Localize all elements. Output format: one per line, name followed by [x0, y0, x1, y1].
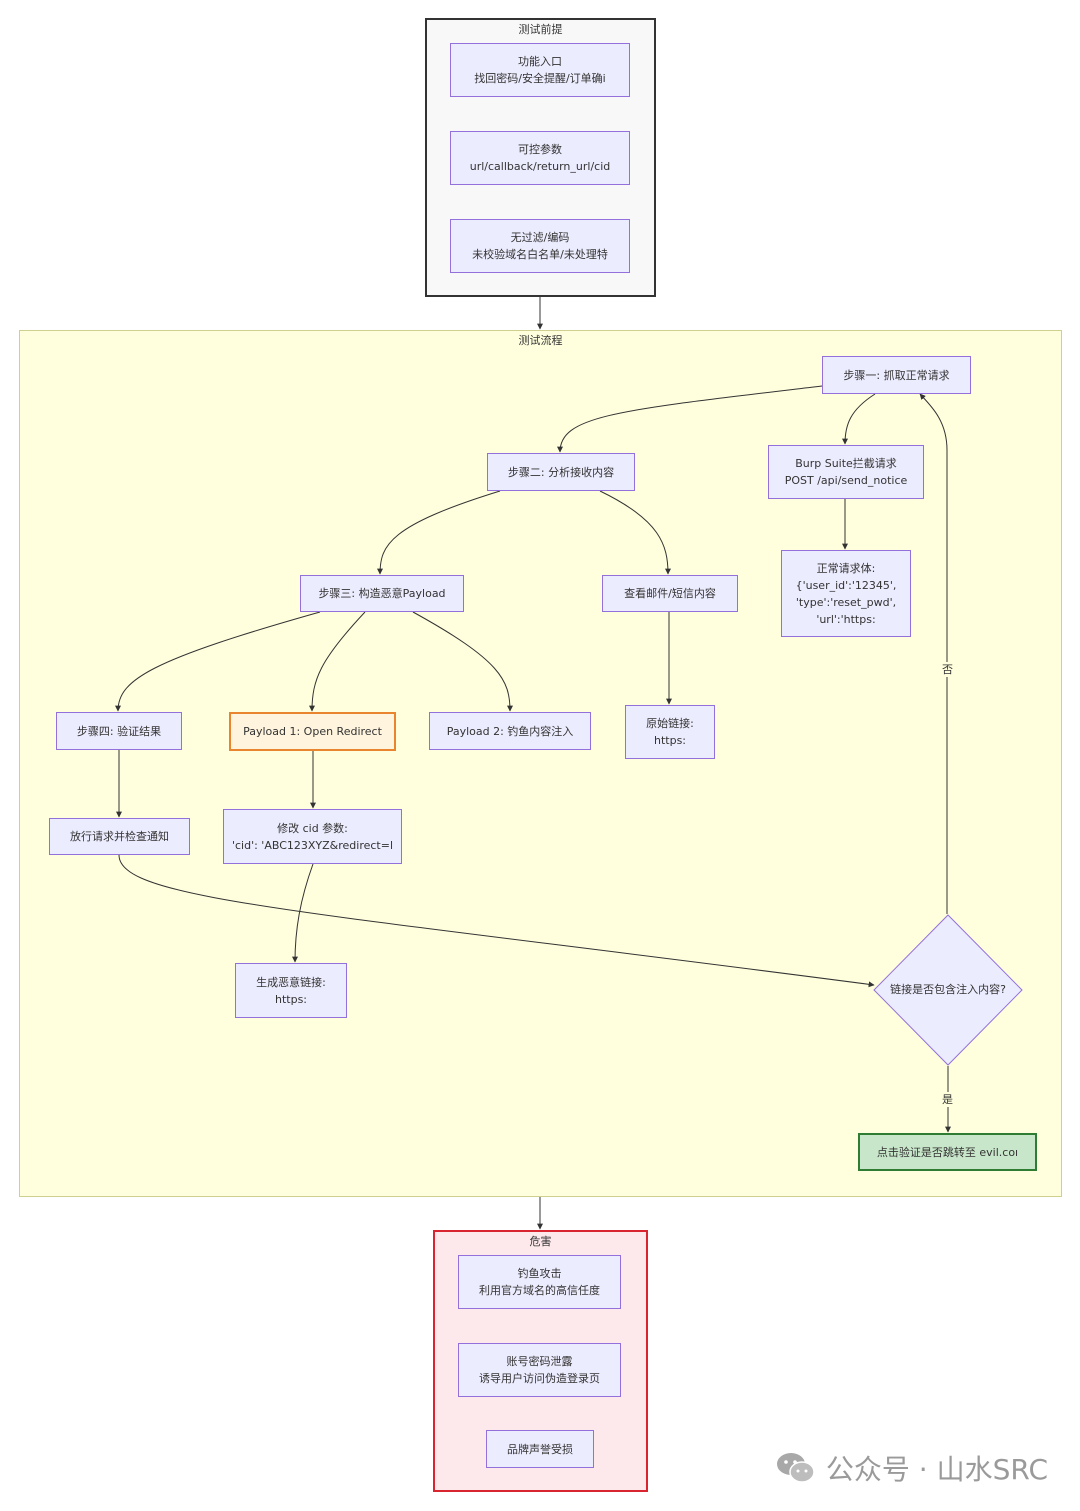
node-phishing-attack: 钓鱼攻击 利用官方域名的高信任度 — [458, 1255, 621, 1309]
group-title-flow: 测试流程 — [518, 334, 563, 347]
node-original-link: 原始链接: https: — [625, 705, 715, 759]
edge-step3-to-step4 — [115, 611, 321, 712]
node-payload2: Payload 2: 钓鱼内容注入 — [429, 712, 591, 750]
node-generate-link-line1: 生成恶意链接: — [256, 975, 326, 989]
edge-release-to-decision — [118, 854, 875, 988]
wechat-icon — [776, 1451, 816, 1485]
node-generate-link-line2: https: — [274, 992, 308, 1006]
node-modify-cid: 修改 cid 参数: 'cid': 'ABC123XYZ&redirect=l — [223, 809, 402, 864]
node-normal-body-line3: 'type':'reset_pwd', — [795, 595, 897, 609]
node-step3-label: 步骤三: 构造恶意Payload — [318, 587, 446, 600]
node-controllable-params-title: 可控参数 — [518, 143, 562, 156]
node-no-filter-title: 无过滤/编码 — [510, 231, 570, 244]
node-burp-intercept: Burp Suite拦截请求 POST /api/send_notice — [768, 445, 924, 499]
node-no-filter: 无过滤/编码 未校验域名白名单/未处理特 — [450, 219, 630, 273]
edge-label-yes: 是 — [940, 1092, 955, 1107]
node-controllable-params: 可控参数 url/callback/return_url/cid — [450, 131, 630, 185]
edge-step1-to-burp — [842, 393, 876, 445]
edge-step2-to-mail — [599, 490, 671, 575]
node-step2: 步骤二: 分析接收内容 — [487, 453, 635, 491]
node-feature-entry-title: 功能入口 — [518, 55, 562, 68]
node-phishing-attack-detail: 利用官方域名的高信任度 — [479, 1284, 600, 1297]
node-feature-entry-detail: 找回密码/安全提醒/订单确i — [474, 72, 606, 85]
node-brand-damage-title: 品牌声誉受损 — [507, 1442, 573, 1456]
node-payload2-label: Payload 2: 钓鱼内容注入 — [446, 724, 574, 738]
group-title-harm: 危害 — [529, 1235, 552, 1248]
node-step3: 步骤三: 构造恶意Payload — [300, 575, 464, 612]
node-burp-line2: POST /api/send_notice — [784, 474, 908, 487]
node-brand-damage: 品牌声誉受损 — [486, 1430, 594, 1468]
node-credential-leak-detail: 诱导用户访问伪造登录页 — [479, 1372, 600, 1385]
node-burp-line1: Burp Suite拦截请求 — [795, 457, 897, 470]
node-normal-body-line2: {'user_id':'12345', — [795, 578, 897, 592]
node-step4-label: 步骤四: 验证结果 — [76, 724, 162, 738]
node-step1: 步骤一: 抓取正常请求 — [822, 356, 971, 394]
node-modify-cid-line1: 修改 cid 参数: — [277, 821, 348, 835]
node-payload1: Payload 1: Open Redirect — [229, 712, 396, 751]
node-feature-entry: 功能入口 找回密码/安全提醒/订单确i — [450, 43, 630, 97]
node-normal-body-line4: 'url':'https: — [816, 612, 876, 626]
node-release-request-label: 放行请求并检查通知 — [70, 830, 169, 843]
node-modify-cid-line2: 'cid': 'ABC123XYZ&redirect=l — [231, 838, 394, 852]
node-verify-redirect: 点击验证是否跳转至 evil.coı — [858, 1133, 1037, 1171]
group-title-precondition: 测试前提 — [518, 23, 563, 36]
node-original-link-line2: https: — [653, 734, 687, 747]
decision-diamond — [873, 914, 1023, 1066]
node-credential-leak: 账号密码泄露 诱导用户访问伪造登录页 — [458, 1343, 621, 1397]
node-step2-label: 步骤二: 分析接收内容 — [507, 465, 615, 479]
node-credential-leak-title: 账号密码泄露 — [506, 1355, 573, 1368]
node-check-mail: 查看邮件/短信内容 — [602, 575, 738, 612]
watermark: 公众号 · 山水SRC — [776, 1448, 1048, 1488]
watermark-text: 公众号 · 山水SRC — [825, 1453, 1048, 1486]
node-release-request: 放行请求并检查通知 — [49, 818, 190, 855]
edge-step1-to-step2 — [557, 385, 823, 453]
node-normal-body-line1: 正常请求体: — [816, 561, 876, 575]
node-step4: 步骤四: 验证结果 — [56, 712, 182, 750]
node-phishing-attack-title: 钓鱼攻击 — [517, 1267, 562, 1280]
node-step1-label: 步骤一: 抓取正常请求 — [843, 368, 950, 382]
node-payload1-label: Payload 1: Open Redirect — [243, 725, 382, 738]
edge-label-no: 否 — [940, 662, 955, 677]
node-controllable-params-detail: url/callback/return_url/cid — [469, 160, 611, 173]
node-no-filter-detail: 未校验域名白名单/未处理特 — [472, 248, 608, 261]
edge-step2-to-step3 — [377, 490, 501, 575]
node-normal-body: 正常请求体: {'user_id':'12345', 'type':'reset… — [781, 550, 911, 637]
node-generate-link: 生成恶意链接: https: — [235, 963, 347, 1018]
node-original-link-line1: 原始链接: — [646, 717, 694, 730]
decision-label: 链接是否包含注入内容? — [890, 983, 1006, 996]
node-check-mail-label: 查看邮件/短信内容 — [624, 587, 716, 600]
edge-step3-to-payload1 — [309, 611, 366, 712]
edge-decision-no-to-step1 — [919, 393, 948, 914]
edge-step3-to-payload2 — [412, 611, 513, 712]
edge-modify-to-genlink — [292, 863, 314, 963]
node-verify-redirect-label: 点击验证是否跳转至 evil.coı — [876, 1145, 1019, 1159]
